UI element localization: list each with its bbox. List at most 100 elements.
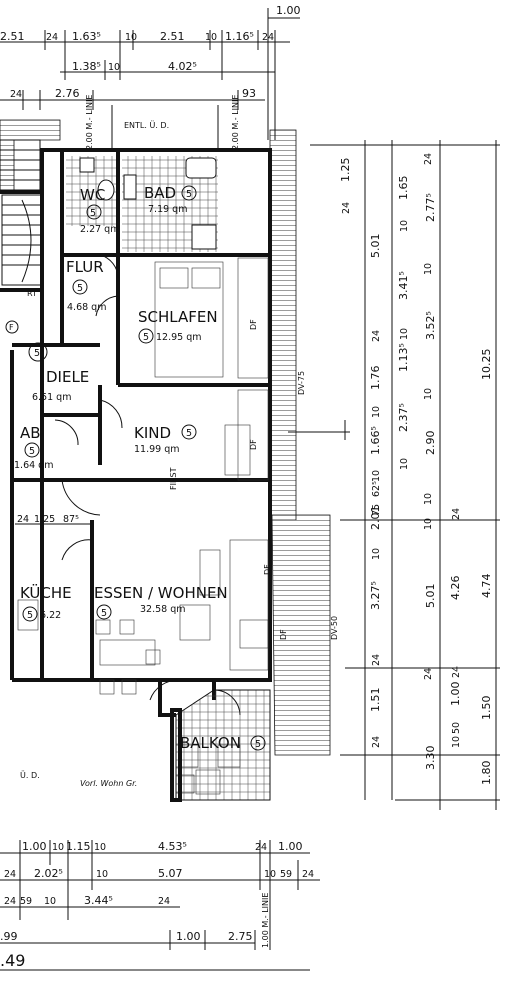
room-kind-number: 5 [186,428,192,439]
dim-top-11: 10 [108,62,120,73]
dim-top-5: 10 [125,32,137,43]
dim-right-b18: 10 [451,736,462,748]
dim-right-6: 5.01 [369,234,382,259]
dim-right-23: 10 [423,493,434,505]
room-kueche-area: 6.22 [40,610,61,621]
label-f-mark: F [9,323,14,332]
room-balkon-number: 5 [255,739,261,750]
dim-right-b12: 24 [451,666,462,678]
dim-top-15: 93 [242,87,256,100]
room-ab-name: AB [20,424,41,442]
room-labels: WC 5 2.27 qm BAD 5 7.19 qm FLUR 5 4.68 q… [5,184,339,788]
dim-right-b17: 24 [371,736,382,748]
dim-right-b2: 75 [371,504,382,516]
dim-bottom-20: .99 [0,930,18,943]
label-entl: ENTL. Ü. D. [124,120,169,130]
balcony-outline [170,689,271,802]
dim-right-14: 1.76 [369,366,382,391]
dim-bottom-21: 1.00 [176,930,201,943]
dim-bottom-5: 4.53⁵ [158,840,187,853]
label-df-1: DF [249,319,258,330]
room-wc-area: 2.27 qm [80,224,119,235]
dim-top-3: 24 [46,32,58,43]
dim-right-b1: 2.01 [369,506,382,531]
dim-inner-1: 24 [17,514,29,525]
label-df-2: DF [249,439,258,450]
roof-slope [0,119,331,756]
dim-right-b6: 3.27⁵ [369,581,382,610]
room-flur-number: 5 [77,283,83,294]
dim-bottom-7: 1.00 [278,840,303,853]
room-essen-number: 5 [101,608,107,619]
dim-top-8: 1.16⁵ [225,30,254,43]
room-ab-area: 1.64 qm [14,460,53,471]
room-schlafen-area: 12.95 qm [156,332,202,343]
dim-bottom-3: 1.15 [66,840,91,853]
dim-bottom-2: 10 [52,842,64,853]
dim-right-b16: 50 [451,722,462,734]
dim-right-b9: 4.74 [480,574,493,599]
dim-top-4: 1.63⁵ [72,30,101,43]
dim-right-20: 2.90 [424,431,437,456]
dim-bottom-16: 59 [20,896,32,907]
top-dimension-chains: 1.00 2.51 24 1.63⁵ 10 2.51 10 1.16⁵ 24 1… [0,4,301,150]
room-bad-number: 5 [186,189,192,200]
dim-right-b8: 4.26 [449,576,462,601]
dim-right-19: 1.66⁵ [369,426,382,455]
room-kueche-name: KÜCHE [20,583,72,602]
room-bad-name: BAD [144,184,176,202]
room-kind-name: KIND [134,424,171,442]
dim-right-9: 10 [423,263,434,275]
label-dv75: DV-75 [297,371,306,395]
dim-right-8: 3.41⁵ [397,271,410,300]
handwritten-note: Vorl. Wohn Gr. [80,779,137,788]
dim-top-1: 1.00 [276,4,301,17]
right-dimension-chains: 1.25 24 1.65 24 2.77⁵ 5.01 10 3.41⁵ 10 3… [310,140,500,810]
room-ab-number: 5 [29,446,35,457]
dim-right-b13: 1.51 [369,688,382,713]
room-diele-number: 5 [34,348,40,359]
dim-right-11: 24 [371,330,382,342]
room-essen-area: 32.58 qm [140,604,186,615]
dim-bottom-1: 1.00 [22,840,47,853]
dim-top-2: 2.51 [0,30,25,43]
dim-right-b19: 3.30 [424,746,437,771]
label-linie-right: 2.00 M.- LINIE [231,95,240,150]
dim-bottom-12: 10 [264,869,276,880]
walls [0,148,272,717]
room-kueche-number: 5 [27,610,33,621]
room-kind-area: 11.99 qm [134,444,180,455]
label-rt: RT [27,289,37,298]
dim-bottom-23: .49 [0,951,25,970]
dim-top-14: 2.76 [55,87,80,100]
dim-top-13: 24 [10,89,22,100]
dim-right-b3: 10 [371,548,382,560]
dim-right-7: 10 [399,220,410,232]
label-ud: Ü. D. [20,770,40,780]
dim-right-24: 10.25 [480,349,493,381]
room-essen-name: ESSEN / WOHNEN [94,584,228,602]
label-df-4: DF [279,629,288,640]
label-linie-left: 2.00 M.- LINIE [85,95,94,150]
dim-right-b5: 10 [423,518,434,530]
dim-right-12: 10 [399,328,410,340]
room-balkon-name: BALKON [180,734,241,752]
dim-right-13: 1.13⁵ [397,343,410,372]
dim-right-b14: 1.00 [449,682,462,707]
dim-inner-2: 1.25 [34,514,55,525]
room-diele-name: DIELE [46,368,89,386]
dim-right-b4: 24 [451,508,462,520]
dim-bottom-9: 2.02⁵ [34,867,63,880]
dim-right-b11: 24 [423,668,434,680]
bathroom-fixtures [66,156,218,252]
dim-right-15: 10 [423,388,434,400]
stairwell [0,139,43,286]
inner-dims: 24 1.25 87⁵ [15,514,90,525]
room-diele-area: 6.51 qm [32,392,71,403]
dim-right-3: 1.65 [397,176,410,201]
dim-bottom-6: 24 [255,842,267,853]
dim-bottom-15: 24 [4,896,16,907]
dim-right-b15: 1.50 [480,696,493,721]
dim-right-17: 10 [371,406,382,418]
